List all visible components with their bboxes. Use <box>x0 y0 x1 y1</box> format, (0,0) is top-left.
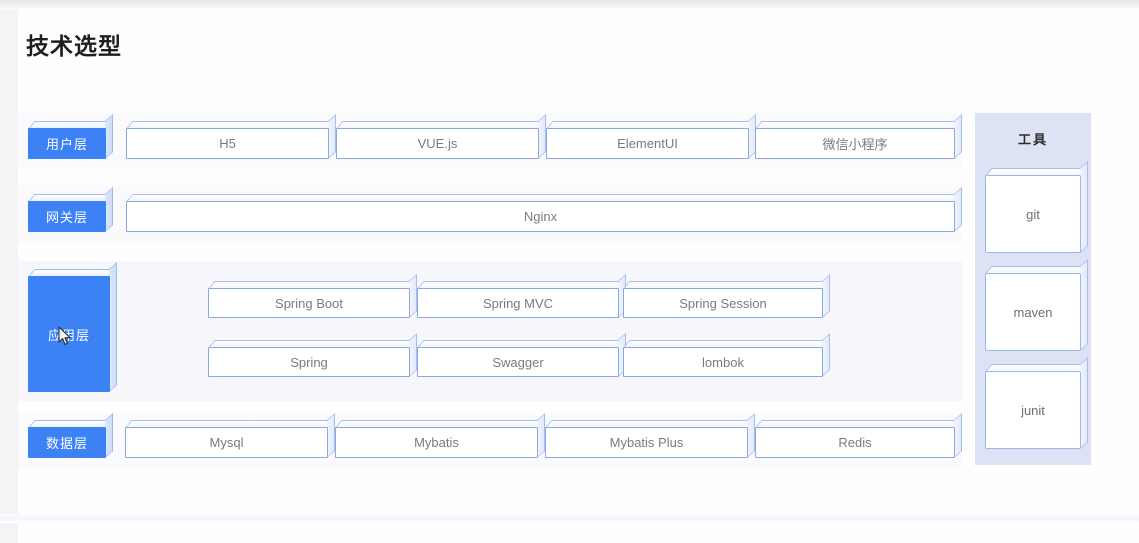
tool-box-junit[interactable]: junit <box>985 357 1088 449</box>
tech-box-mysql[interactable]: Mysql <box>125 413 335 458</box>
box-side-face <box>409 274 417 318</box>
tech-box-label: Mysql <box>125 427 328 458</box>
layer-chip-gateway[interactable]: 网关层 <box>28 187 113 232</box>
tech-box-h5[interactable]: H5 <box>126 114 336 159</box>
box-side-face <box>327 413 335 458</box>
tech-box-lombok[interactable]: lombok <box>623 333 830 377</box>
tech-box-label: Mybatis <box>335 427 538 458</box>
box-side-face <box>538 114 546 159</box>
tool-box-label: junit <box>985 371 1081 449</box>
box-side-face <box>1080 357 1088 449</box>
tech-box-redis[interactable]: Redis <box>755 413 962 458</box>
layer-chip-application-label: 应用层 <box>28 276 110 392</box>
tech-box-nginx[interactable]: Nginx <box>126 187 962 232</box>
chip-side-face <box>105 187 113 232</box>
tech-box-wechat-miniprogram[interactable]: 微信小程序 <box>755 114 962 159</box>
layer-chip-application[interactable]: 应用层 <box>28 262 117 392</box>
tech-box-spring-mvc[interactable]: Spring MVC <box>417 274 626 318</box>
diagram-canvas: 技术选型 用户层 H5 VUE.js ElementUI 微信小程序 网关层 N… <box>0 9 1139 543</box>
box-side-face <box>954 114 962 159</box>
box-side-face <box>822 333 830 377</box>
tech-box-mybatis[interactable]: Mybatis <box>335 413 545 458</box>
tech-box-vuejs[interactable]: VUE.js <box>336 114 546 159</box>
box-side-face <box>954 187 962 232</box>
box-side-face <box>537 413 545 458</box>
tech-box-spring-session[interactable]: Spring Session <box>623 274 830 318</box>
tech-box-label: 微信小程序 <box>755 128 955 159</box>
box-side-face <box>1080 259 1088 351</box>
tech-box-label: Redis <box>755 427 955 458</box>
box-side-face <box>409 333 417 377</box>
tech-box-elementui[interactable]: ElementUI <box>546 114 756 159</box>
box-side-face <box>1080 161 1088 253</box>
tool-box-git[interactable]: git <box>985 161 1088 253</box>
tech-box-label: Spring Session <box>623 288 823 318</box>
tech-box-spring-boot[interactable]: Spring Boot <box>208 274 417 318</box>
tech-box-label: Spring MVC <box>417 288 619 318</box>
layer-chip-data-label: 数据层 <box>28 427 106 458</box>
tech-box-mybatis-plus[interactable]: Mybatis Plus <box>545 413 755 458</box>
tools-panel: 工具 git maven junit <box>975 113 1091 465</box>
tech-box-label: Spring Boot <box>208 288 410 318</box>
chip-side-face <box>109 262 117 392</box>
layer-chip-user-label: 用户层 <box>28 128 106 159</box>
box-side-face <box>954 413 962 458</box>
tool-box-label: git <box>985 175 1081 253</box>
tech-box-spring[interactable]: Spring <box>208 333 417 377</box>
window-top-strip <box>0 0 1139 9</box>
box-side-face <box>747 413 755 458</box>
layer-chip-gateway-label: 网关层 <box>28 201 106 232</box>
layer-chip-user[interactable]: 用户层 <box>28 114 113 159</box>
tech-box-label: VUE.js <box>336 128 539 159</box>
box-side-face <box>822 274 830 318</box>
tool-box-label: maven <box>985 273 1081 351</box>
tech-box-label: H5 <box>126 128 329 159</box>
tech-box-label: Nginx <box>126 201 955 232</box>
left-margin-strip <box>0 9 18 543</box>
tech-box-swagger[interactable]: Swagger <box>417 333 626 377</box>
tech-box-label: ElementUI <box>546 128 749 159</box>
tech-box-label: Swagger <box>417 347 619 377</box>
chip-side-face <box>105 114 113 159</box>
page-title: 技术选型 <box>26 33 122 59</box>
chip-side-face <box>105 413 113 458</box>
box-side-face <box>328 114 336 159</box>
footer-rule <box>0 514 1139 523</box>
tech-box-label: Mybatis Plus <box>545 427 748 458</box>
tech-box-label: lombok <box>623 347 823 377</box>
tools-panel-title: 工具 <box>1017 132 1048 147</box>
tech-box-label: Spring <box>208 347 410 377</box>
tool-box-maven[interactable]: maven <box>985 259 1088 351</box>
layer-chip-data[interactable]: 数据层 <box>28 413 113 458</box>
